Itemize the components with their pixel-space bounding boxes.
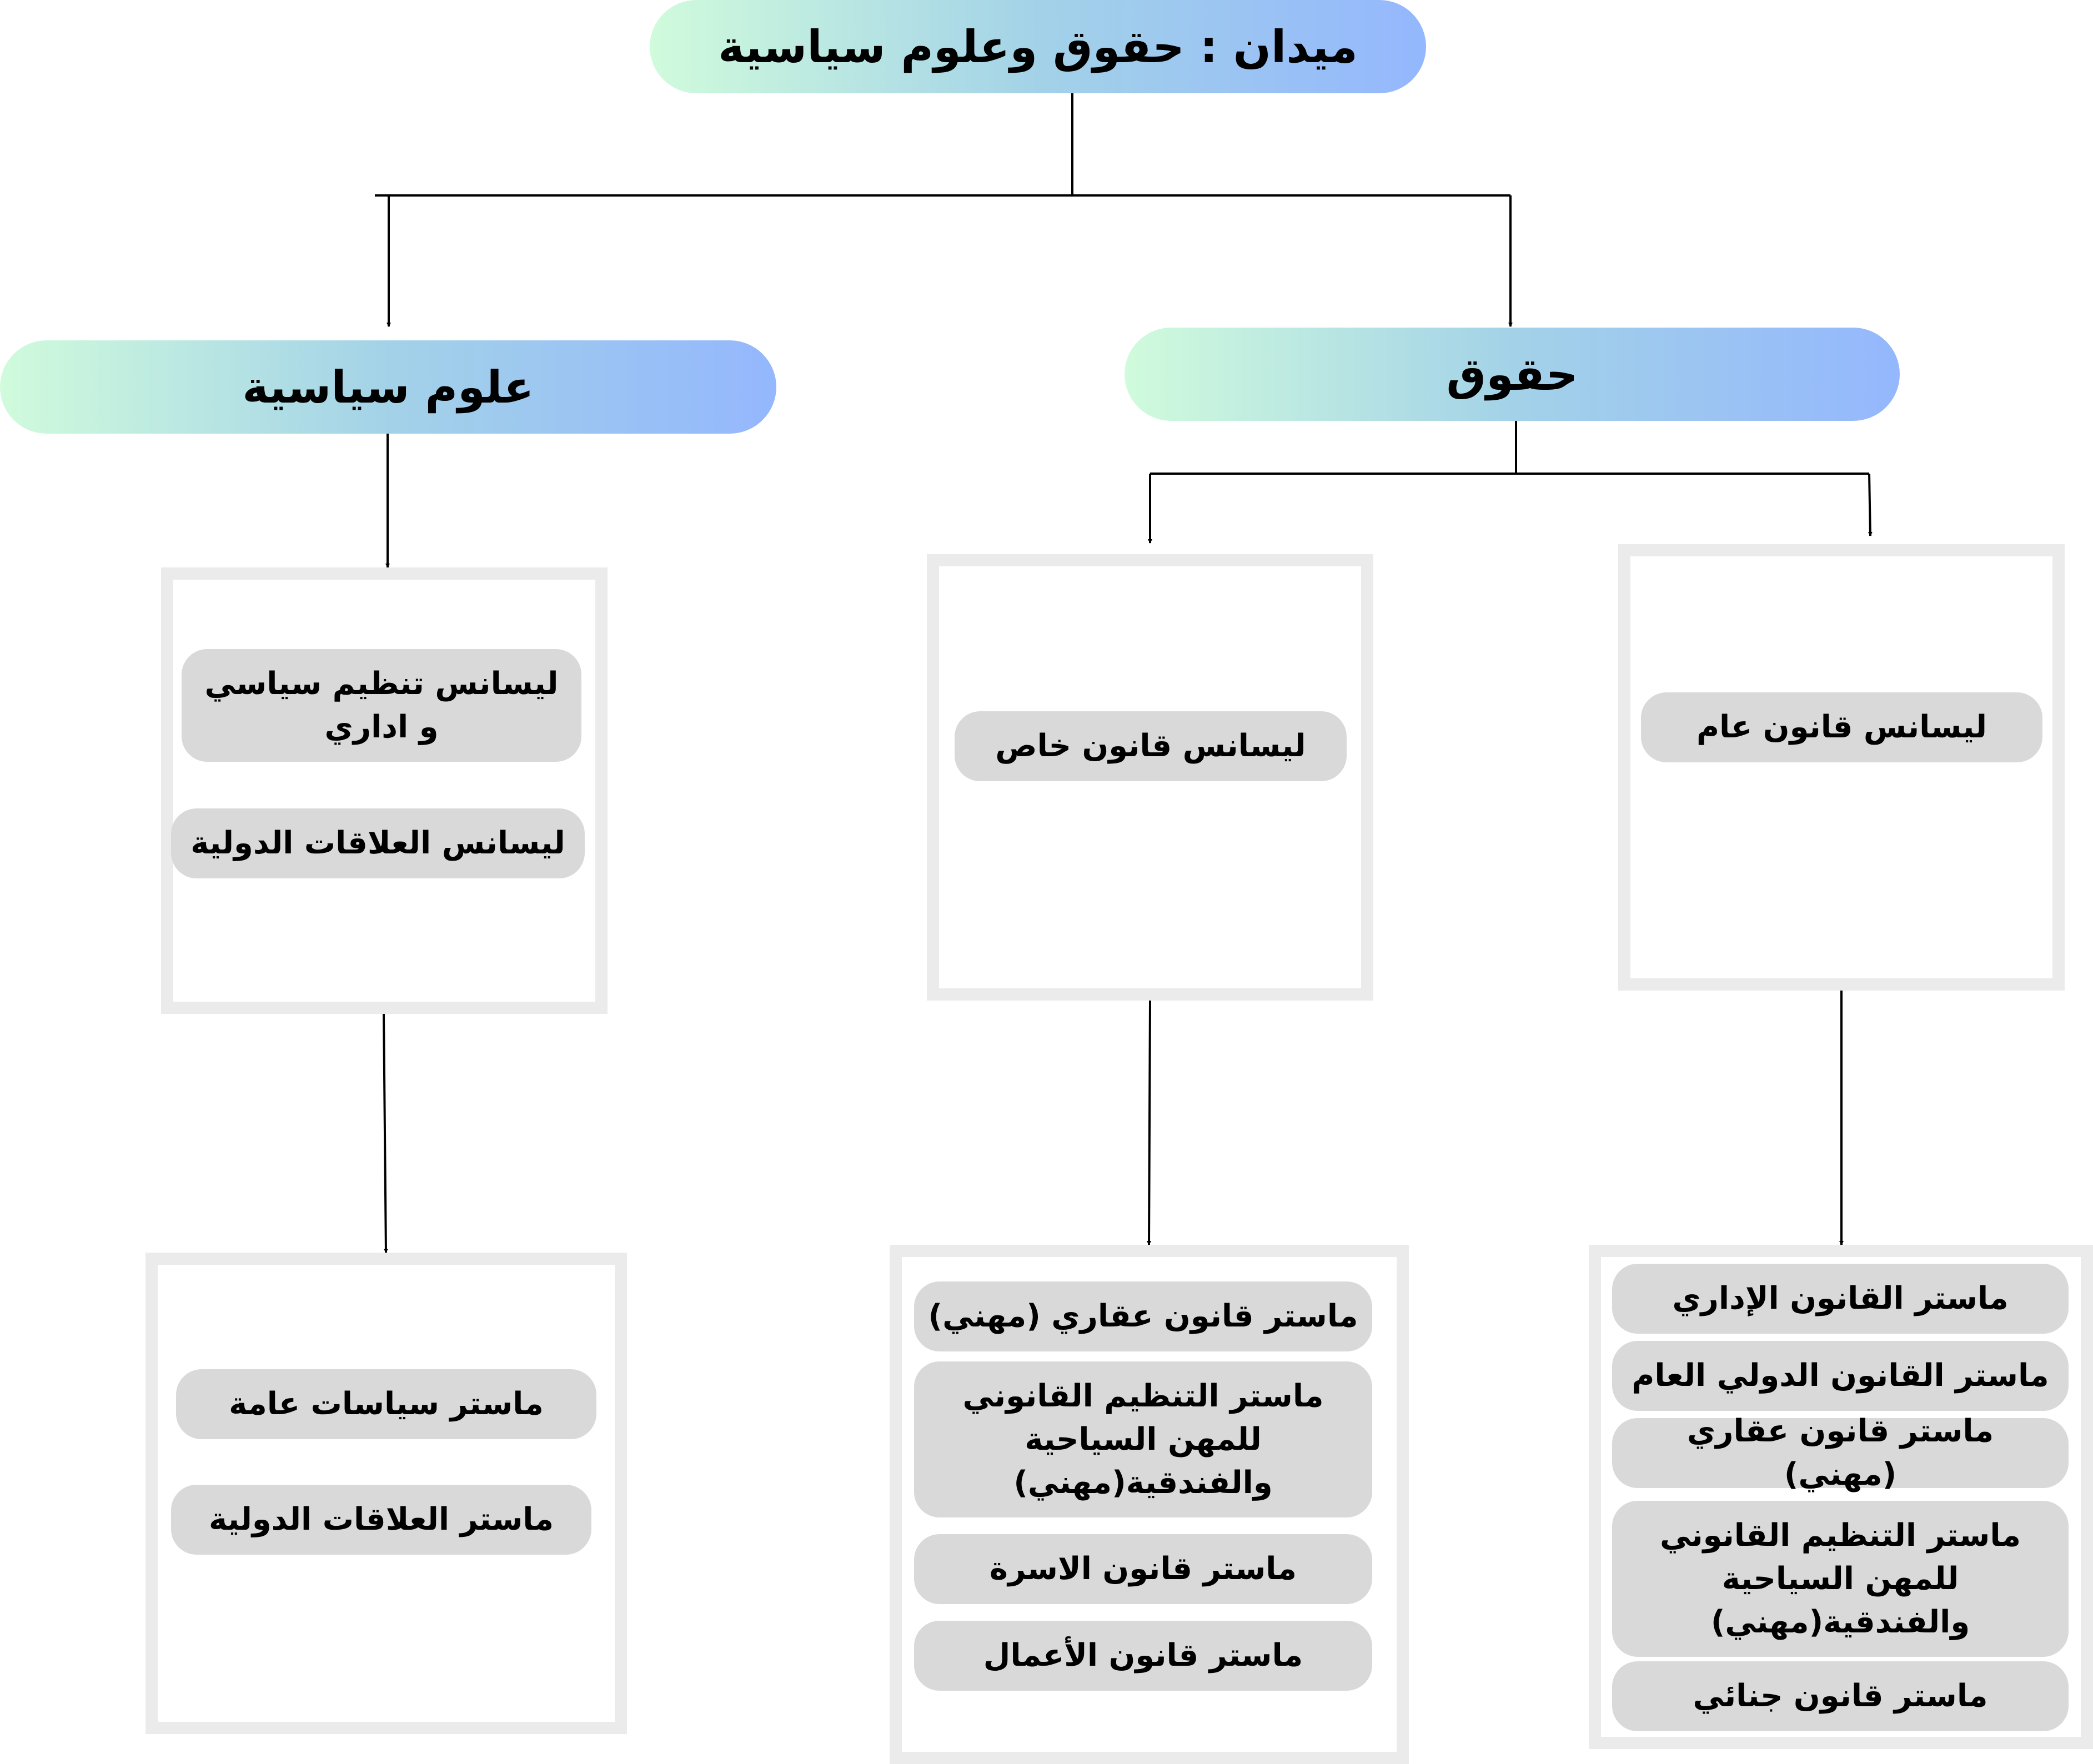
list-item: ماستر العلاقات الدولية bbox=[171, 1485, 591, 1555]
list-item: ماستر التنظيم القانوني للمهن السياحية وا… bbox=[1612, 1501, 2069, 1657]
public-law-licence-box bbox=[1618, 544, 2065, 991]
arrow-law-public bbox=[1868, 473, 1873, 536]
list-item: ماستر سياسات عامة bbox=[176, 1369, 596, 1439]
root-label: ميدان : حقوق وعلوم سياسية bbox=[718, 21, 1358, 73]
list-item: ماستر قانون جنائي bbox=[1612, 1661, 2069, 1731]
political-science-node: علوم سياسية bbox=[0, 340, 776, 434]
list-item: ليسانس العلاقات الدولية bbox=[171, 808, 585, 878]
root-node: ميدان : حقوق وعلوم سياسية bbox=[650, 0, 1426, 93]
arrow-political-master bbox=[383, 1013, 388, 1253]
political-science-label: علوم سياسية bbox=[242, 361, 534, 413]
law-label: حقوق bbox=[1446, 348, 1578, 400]
list-item: ليسانس تنظيم سياسي و اداري bbox=[182, 649, 581, 762]
list-item: ليسانس قانون عام bbox=[1641, 692, 2042, 762]
list-item: ماستر القانون الدولي العام bbox=[1612, 1341, 2069, 1411]
list-item: ماستر قانون الأعمال bbox=[914, 1621, 1372, 1691]
list-item: ماستر قانون الاسرة bbox=[914, 1534, 1372, 1604]
list-item: ماستر التنظيم القانوني للمهن السياحية وا… bbox=[914, 1361, 1372, 1517]
list-item: ماستر قانون عقاري (مهني) bbox=[914, 1281, 1372, 1351]
law-node: حقوق bbox=[1125, 328, 1900, 421]
political-licence-box bbox=[161, 567, 608, 1014]
list-item: ماستر قانون عقاري (مهني) bbox=[1612, 1413, 2069, 1492]
list-item: ليسانس قانون خاص bbox=[955, 711, 1347, 781]
arrow-private-master bbox=[1147, 1000, 1152, 1245]
list-item: ماستر القانون الإداري bbox=[1612, 1264, 2069, 1334]
